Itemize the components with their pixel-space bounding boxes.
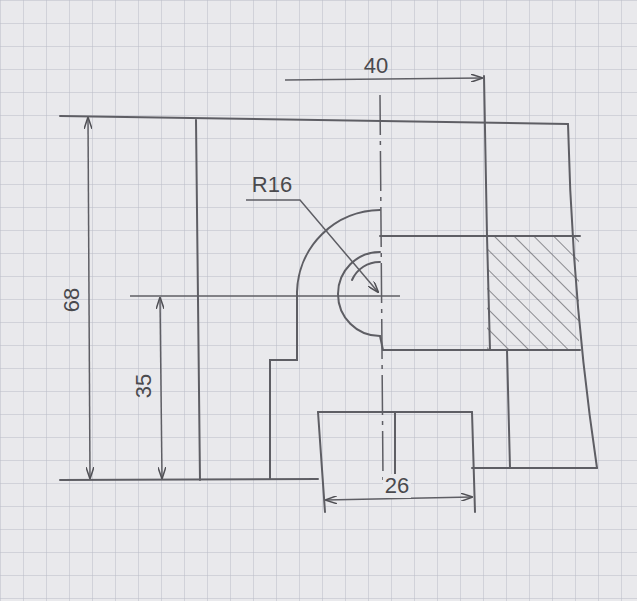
dimension-label: 35 [132,372,156,400]
dimension-label: R16 [250,173,294,197]
dimension-label: 26 [383,474,411,498]
dimension-label: 40 [362,54,390,78]
dimension-label: 68 [60,286,84,314]
